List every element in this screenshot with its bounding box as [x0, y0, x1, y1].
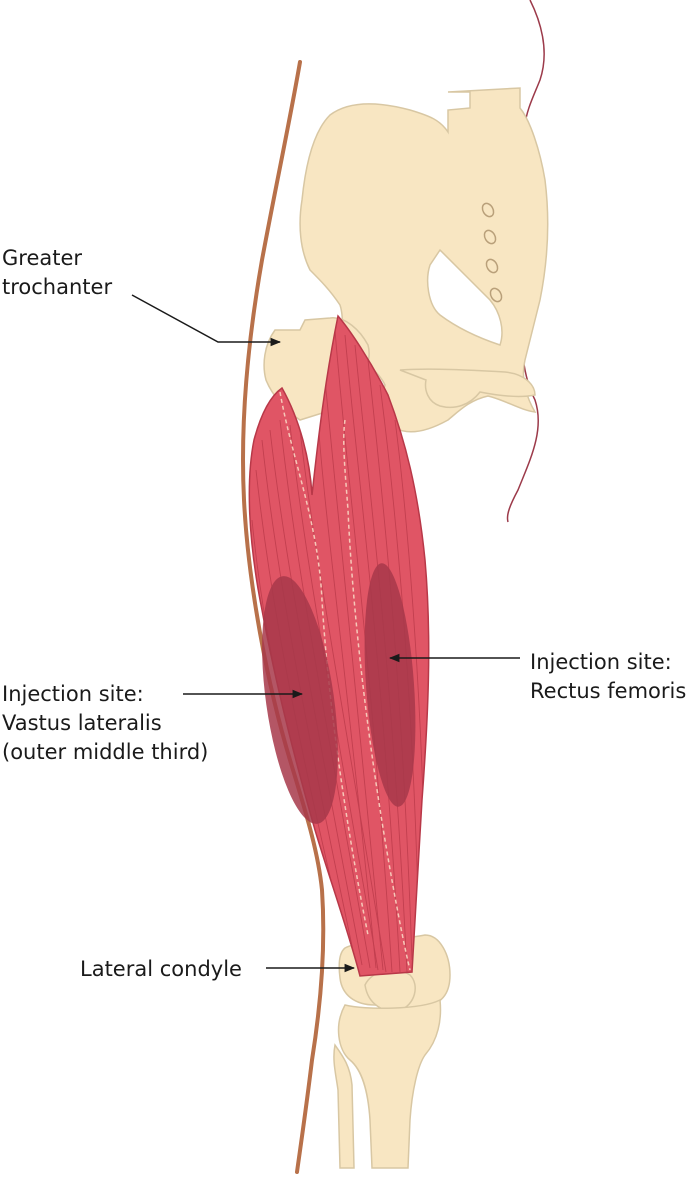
muscle-boundary [279, 391, 369, 936]
lateral-condyle-label: Lateral condyle [80, 955, 242, 984]
tibia-bone [337, 998, 442, 1169]
fibula-bone [333, 1043, 355, 1169]
thigh-muscles [248, 314, 430, 977]
muscle-boundary [343, 419, 411, 971]
obturator-foramen [427, 248, 503, 346]
label-line: (outer middle third) [2, 740, 209, 764]
pubic-ramus [399, 368, 536, 409]
label-line: Rectus femoris [530, 679, 687, 703]
rectus-femoris-injection-site [364, 563, 416, 807]
label-line: trochanter [2, 275, 113, 299]
greater-trochanter-pointer [131, 294, 282, 347]
greater-trochanter-label: Greater trochanter [2, 244, 112, 302]
vastus-lateralis-label: Injection site: Vastus lateralis (outer … [2, 680, 208, 767]
label-line: Injection site: [530, 650, 672, 674]
label-line: Vastus lateralis [2, 711, 162, 735]
rectus-femoris-label: Injection site: Rectus femoris [530, 648, 686, 706]
sacral-foramen [485, 258, 499, 274]
label-line: Lateral condyle [80, 957, 242, 981]
sacral-foramen [489, 287, 503, 303]
label-line: Injection site: [2, 682, 144, 706]
sacral-foramen [481, 202, 495, 218]
label-line: Greater [2, 246, 83, 270]
vastus-lateralis-injection-site [262, 576, 338, 824]
sacral-foramen [483, 229, 497, 245]
